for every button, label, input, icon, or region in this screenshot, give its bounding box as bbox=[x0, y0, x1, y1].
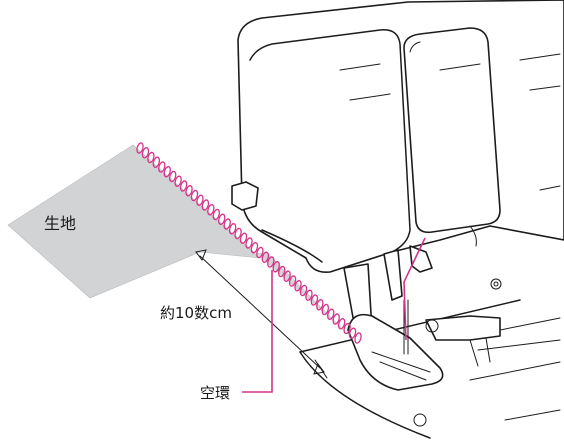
chain-loop bbox=[174, 175, 182, 187]
chain-loop bbox=[305, 289, 313, 301]
chain-loop bbox=[201, 199, 210, 211]
chain-loop bbox=[272, 261, 280, 273]
chain-loop bbox=[348, 327, 357, 339]
chain-loop bbox=[310, 294, 319, 306]
chain-loop bbox=[288, 275, 297, 287]
chain-loop bbox=[283, 270, 291, 282]
chain-loop bbox=[190, 189, 199, 202]
chain-loop bbox=[261, 251, 270, 263]
chain-loop bbox=[179, 180, 188, 192]
chain-loop bbox=[321, 303, 330, 316]
chain-loop bbox=[141, 147, 150, 159]
chain-loop bbox=[185, 185, 193, 197]
fabric-label: 生地 bbox=[44, 214, 76, 233]
chain-loop bbox=[299, 284, 308, 297]
chain-loop bbox=[277, 265, 286, 278]
chain-label: 空環 bbox=[200, 384, 230, 402]
chain-loop bbox=[223, 218, 231, 230]
length-label: 約10数cm bbox=[160, 304, 232, 322]
chain-loop bbox=[267, 256, 275, 268]
chain-loop bbox=[152, 156, 161, 168]
chain-loop bbox=[218, 213, 226, 225]
chain-loop bbox=[228, 223, 237, 235]
chain-loop bbox=[256, 246, 264, 259]
machine-bed bbox=[299, 278, 561, 439]
chain-loop bbox=[354, 332, 362, 344]
chain-loop bbox=[294, 280, 302, 292]
thread-chain bbox=[136, 142, 362, 344]
chain-loop bbox=[316, 299, 324, 311]
presser-foot-assembly bbox=[343, 245, 501, 391]
length-dimension bbox=[195, 249, 328, 379]
chain-loop bbox=[158, 161, 166, 173]
chain-loop bbox=[136, 142, 144, 154]
chain-loop bbox=[196, 194, 204, 206]
chain-loop bbox=[163, 166, 171, 178]
chain-loop bbox=[168, 170, 177, 183]
chain-loop bbox=[245, 237, 253, 249]
chain-leader-line bbox=[242, 270, 273, 393]
needle-thread bbox=[403, 237, 426, 341]
chain-loop bbox=[250, 242, 259, 254]
chain-loop bbox=[212, 208, 221, 221]
chain-loop bbox=[147, 151, 155, 164]
chain-loop bbox=[343, 322, 351, 335]
chain-loop bbox=[234, 227, 242, 240]
machine-head bbox=[231, 0, 564, 274]
chain-loop bbox=[207, 204, 215, 216]
chain-loop bbox=[239, 232, 248, 244]
chain-loop bbox=[327, 308, 335, 320]
chain-loop bbox=[332, 313, 340, 325]
chain-loop bbox=[337, 318, 346, 330]
